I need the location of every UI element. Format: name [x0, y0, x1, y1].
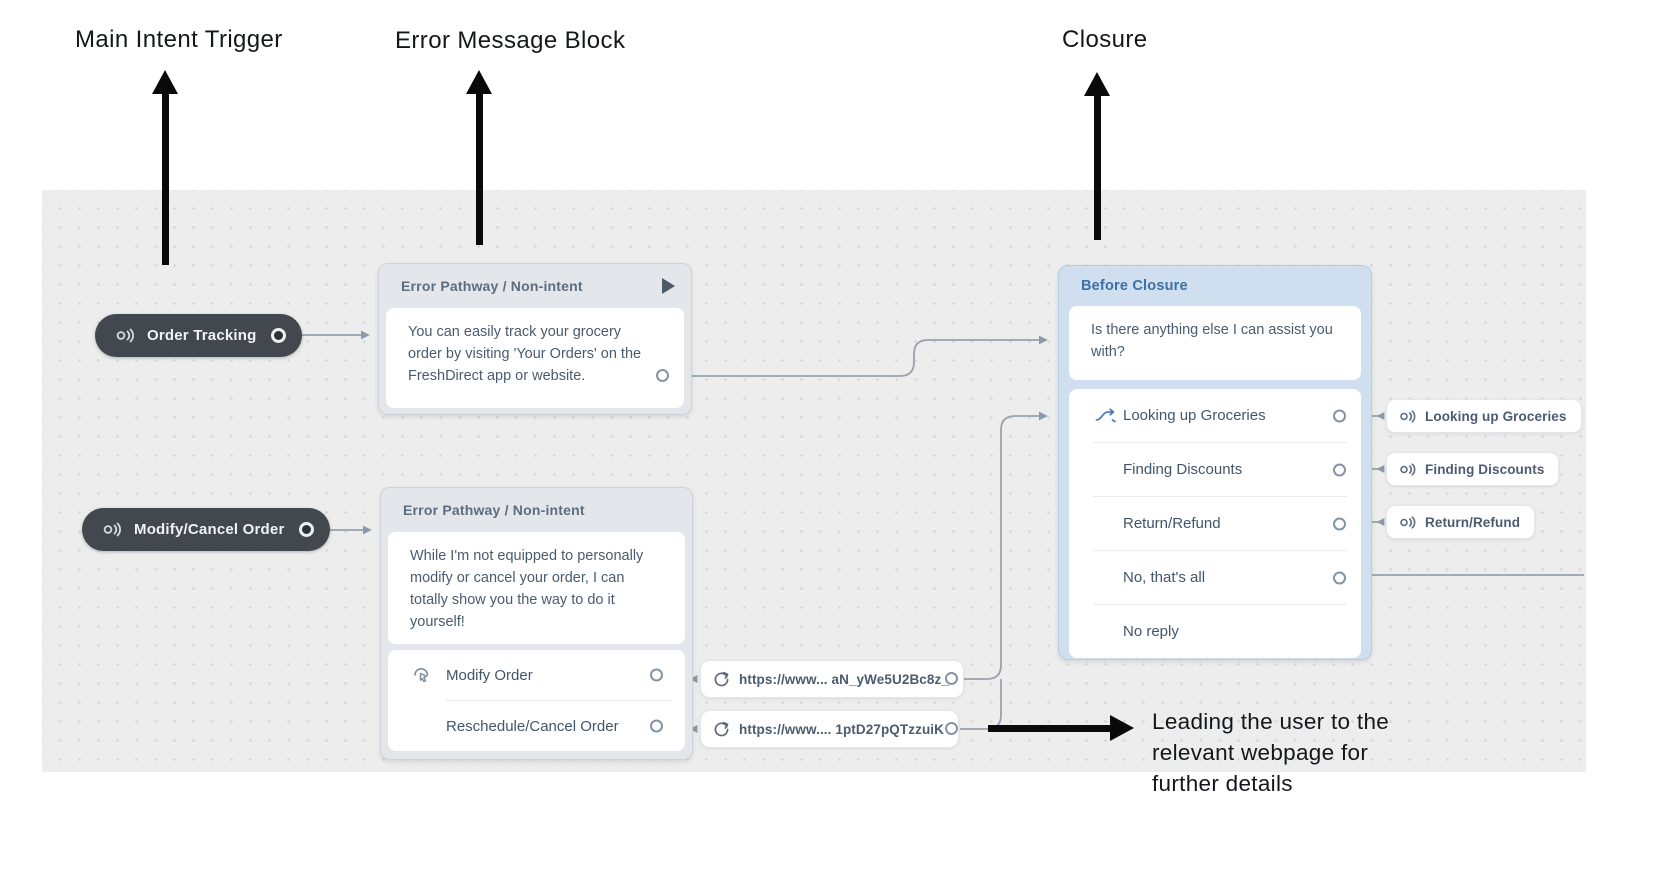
annotation-arrow-main-intent — [152, 70, 178, 94]
block-title: Error Pathway / Non-intent — [403, 502, 585, 518]
play-icon[interactable] — [662, 278, 675, 294]
divider — [1093, 496, 1347, 497]
message-text: While I'm not equipped to personally mod… — [410, 548, 644, 630]
speak-icon — [115, 328, 135, 343]
choice-label: No, that's all — [1123, 569, 1206, 586]
annotation-webpage-note: Leading the user to the relevant webpage… — [1152, 706, 1389, 799]
button-label: Modify Order — [446, 666, 533, 684]
annotation-arrow-main-intent-shaft — [162, 92, 169, 265]
intent-label: Modify/Cancel Order — [134, 521, 285, 538]
output-port[interactable] — [1333, 463, 1346, 476]
annotation-arrow-error-block — [466, 70, 492, 94]
intent-chip-looking-up-groceries[interactable]: Looking up Groceries — [1386, 399, 1582, 433]
connector-url2-join — [960, 679, 1002, 730]
output-port[interactable] — [1333, 409, 1346, 422]
annotation-error-message-block: Error Message Block — [395, 27, 626, 54]
block-title: Error Pathway / Non-intent — [401, 278, 583, 294]
button-reschedule-cancel-order[interactable]: Reschedule/Cancel Order — [388, 701, 685, 751]
output-port[interactable] — [656, 369, 669, 382]
message-section: While I'm not equipped to personally mod… — [388, 532, 685, 644]
choice-finding-discounts[interactable]: Finding Discounts — [1069, 443, 1361, 496]
annotation-arrow-webpage — [1110, 715, 1134, 741]
choices-section: Looking up Groceries Finding Discounts R… — [1069, 389, 1361, 658]
choice-label: Finding Discounts — [1123, 461, 1243, 478]
flow-canvas[interactable]: Order Tracking Modify/Cancel Order Error… — [42, 190, 1586, 772]
intent-label: Order Tracking — [147, 327, 257, 344]
output-port[interactable] — [1333, 571, 1346, 584]
message-text: You can easily track your grocery order … — [408, 324, 642, 384]
output-port[interactable] — [298, 522, 314, 537]
url-chip-2-port[interactable] — [945, 722, 958, 735]
speak-icon — [1399, 515, 1416, 529]
choice-label: Looking up Groceries — [1123, 407, 1266, 424]
divider — [1093, 550, 1347, 551]
message-text: Is there anything else I can assist you … — [1091, 322, 1333, 360]
output-port[interactable] — [650, 719, 663, 733]
click-action-icon — [412, 666, 431, 684]
intent-node-modify-cancel-order[interactable]: Modify/Cancel Order — [82, 508, 330, 551]
button-modify-order[interactable]: Modify Order — [388, 650, 685, 700]
block-header: Before Closure — [1059, 266, 1371, 306]
note-line-2: relevant webpage for — [1152, 740, 1369, 765]
divider — [1093, 442, 1347, 443]
choice-no-reply[interactable]: No reply — [1069, 605, 1361, 658]
split-path-icon — [1095, 407, 1117, 424]
error-block-1[interactable]: Error Pathway / Non-intent You can easil… — [378, 263, 692, 415]
output-port[interactable] — [1333, 517, 1346, 530]
intent-node-order-tracking[interactable]: Order Tracking — [95, 314, 302, 357]
intent-chip-label: Looking up Groceries — [1425, 408, 1567, 424]
choice-looking-up-groceries[interactable]: Looking up Groceries — [1069, 389, 1361, 442]
choice-label: Return/Refund — [1123, 515, 1221, 532]
link-icon — [713, 721, 730, 738]
url-chip-1-port[interactable] — [945, 672, 958, 685]
message-section: Is there anything else I can assist you … — [1069, 306, 1361, 380]
url-label: https://www.... 1ptD27pQTzzuiK — [739, 721, 944, 737]
before-closure-block[interactable]: Before Closure Is there anything else I … — [1058, 265, 1372, 660]
buttons-section: Modify Order Reschedule/Cancel Order — [388, 650, 685, 751]
connector-error1-to-closure — [668, 335, 1048, 377]
speak-icon — [1399, 462, 1416, 476]
speak-icon — [1399, 409, 1416, 423]
connector-url1-to-closure — [960, 411, 1048, 680]
annotation-arrow-webpage-shaft — [988, 725, 1110, 732]
intent-chip-finding-discounts[interactable]: Finding Discounts — [1386, 452, 1560, 486]
error-block-2[interactable]: Error Pathway / Non-intent While I'm not… — [380, 487, 693, 760]
output-port[interactable] — [270, 328, 286, 343]
note-line-3: further details — [1152, 771, 1293, 796]
message-section: You can easily track your grocery order … — [386, 308, 684, 408]
intent-chip-return-refund[interactable]: Return/Refund — [1386, 505, 1536, 539]
divider — [446, 700, 671, 701]
block-title: Before Closure — [1081, 278, 1188, 294]
annotation-closure: Closure — [1062, 26, 1148, 53]
intent-chip-label: Finding Discounts — [1425, 461, 1545, 477]
choice-no-thats-all[interactable]: No, that's all — [1069, 551, 1361, 604]
block-header: Error Pathway / Non-intent — [381, 488, 692, 532]
intent-chip-label: Return/Refund — [1425, 514, 1521, 530]
divider — [1093, 604, 1347, 605]
annotation-main-intent-trigger: Main Intent Trigger — [75, 26, 283, 53]
choice-label: No reply — [1123, 623, 1179, 640]
choice-return-refund[interactable]: Return/Refund — [1069, 497, 1361, 550]
speak-icon — [102, 522, 122, 537]
url-action-chip-2[interactable]: https://www.... 1ptD27pQTzzuiK — [700, 710, 959, 748]
annotation-arrow-error-block-shaft — [476, 92, 483, 245]
block-header: Error Pathway / Non-intent — [379, 264, 691, 308]
annotation-arrow-closure — [1084, 72, 1110, 96]
button-label: Reschedule/Cancel Order — [446, 717, 619, 735]
output-port[interactable] — [650, 668, 663, 682]
link-icon — [713, 671, 730, 688]
url-action-chip-1[interactable]: https://www... aN_yWe5U2Bc8z_ — [700, 660, 964, 698]
note-line-1: Leading the user to the — [1152, 709, 1390, 734]
url-label: https://www... aN_yWe5U2Bc8z_ — [739, 671, 949, 687]
annotation-arrow-closure-shaft — [1094, 94, 1101, 240]
